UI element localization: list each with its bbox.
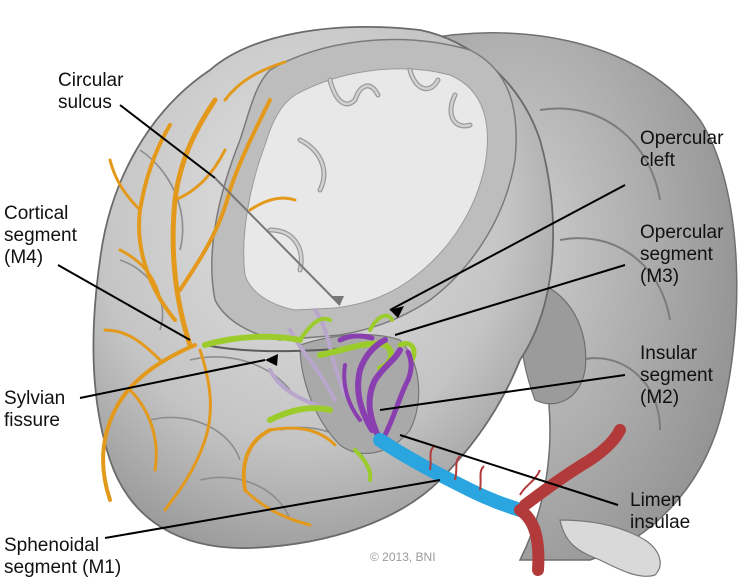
lenticulostriate-branches <box>429 445 541 496</box>
label-sylvian-fissure: Sylvian fissure <box>4 388 66 431</box>
label-opercular-cleft: Opercular cleft <box>640 128 724 171</box>
pointer-limen-insulae <box>399 434 619 506</box>
right-gyrus-1 <box>539 107 671 431</box>
pointer-cortical-segment <box>57 264 191 341</box>
pointer-opercular-cleft <box>389 184 626 311</box>
pointer-insular-segment <box>379 374 626 411</box>
pointer-sphenoidal-segment <box>104 479 441 539</box>
copyright-notice: © 2013, BNI <box>370 550 436 564</box>
insular-arteries-m2 <box>337 333 414 443</box>
label-limen-insulae: Limen insulae <box>630 490 691 533</box>
pointer-circular-sulcus-grey <box>214 177 341 306</box>
optic-nerve <box>559 519 661 577</box>
internal-carotid <box>514 424 626 576</box>
cortical-arteries-m4 <box>101 60 337 527</box>
label-cortical-segment: Cortical segment (M4) <box>4 203 77 268</box>
pointer-circular-sulcus <box>119 104 216 179</box>
label-insular-segment: Insular segment (M2) <box>640 343 713 408</box>
label-sphenoidal-segment: Sphenoidal segment (M1) <box>4 535 122 578</box>
pointer-opercular-segment <box>394 264 626 336</box>
label-circular-sulcus: Circular sulcus <box>58 70 124 113</box>
white-matter <box>243 68 488 311</box>
cortex-folds-inner <box>268 68 472 272</box>
label-opercular-segment: Opercular segment (M3) <box>640 222 724 287</box>
pointer-sylvian-fissure <box>79 359 266 399</box>
pointer-arrowheads <box>265 296 404 366</box>
sphenoidal-artery-m1 <box>373 433 527 517</box>
pointer-lines <box>57 104 626 539</box>
